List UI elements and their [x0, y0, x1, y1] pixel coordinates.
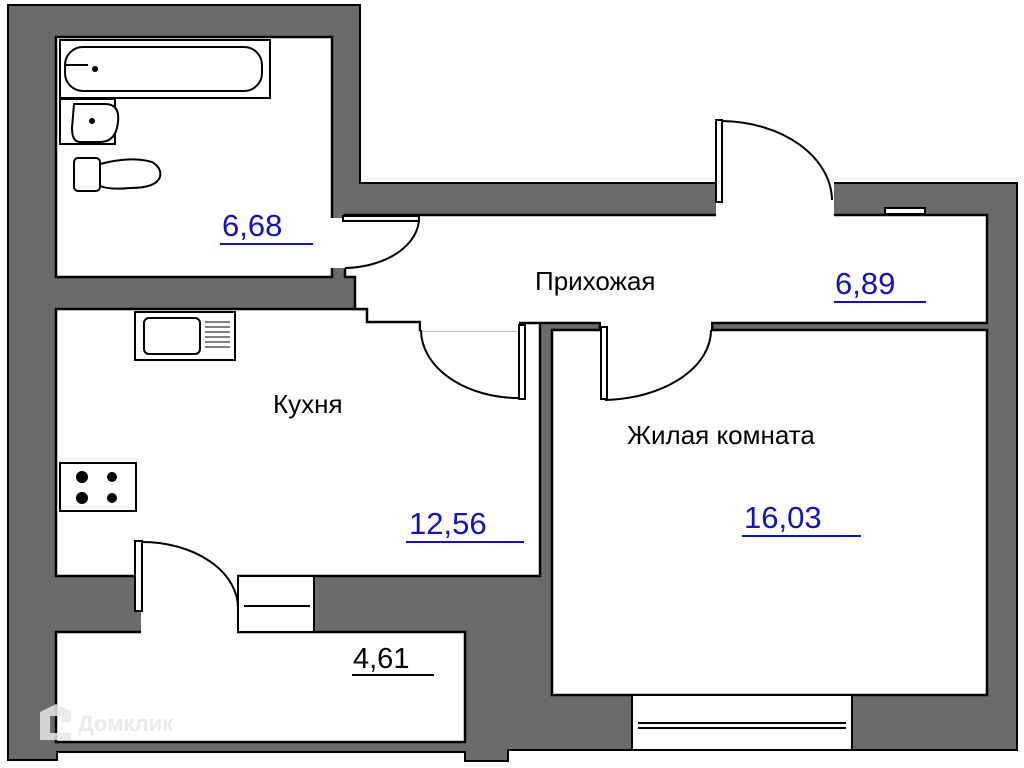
toilet-icon: [73, 157, 162, 192]
living-room-area: 16,03: [744, 500, 822, 535]
living-room-name: Жилая комната: [627, 420, 815, 450]
stove-icon: [59, 462, 137, 512]
balcony-door: [134, 540, 239, 612]
balcony-area: 4,61: [353, 643, 409, 675]
watermark-logo-icon: [40, 704, 71, 740]
hallway-name: Прихожая: [535, 266, 655, 296]
balcony-door-opening: [141, 574, 237, 634]
kitchen-window: [237, 575, 315, 633]
bathroom-door: [342, 215, 420, 269]
entrance-door-opening: [716, 182, 834, 217]
washbasin-icon: [59, 98, 120, 145]
sink-icon: [134, 311, 236, 361]
radiator: [884, 207, 926, 215]
bathroom-door-opening: [330, 218, 348, 268]
hallway-area: 6,89: [835, 266, 895, 301]
kitchen-name: Кухня: [273, 389, 343, 419]
kitchen-door-opening: [421, 305, 519, 331]
living-door: [600, 326, 712, 401]
kitchen-door: [420, 324, 526, 400]
watermark: Домклик: [40, 704, 174, 740]
balcony: [54, 630, 467, 744]
living-door-opening: [601, 321, 711, 332]
bathtub-icon: [59, 39, 271, 99]
kitchen-area: 12,56: [409, 506, 487, 541]
entrance-door: [715, 119, 833, 203]
watermark-text: Домклик: [78, 711, 174, 736]
bathroom-area: 6,68: [222, 208, 282, 243]
living-room: [550, 328, 989, 697]
